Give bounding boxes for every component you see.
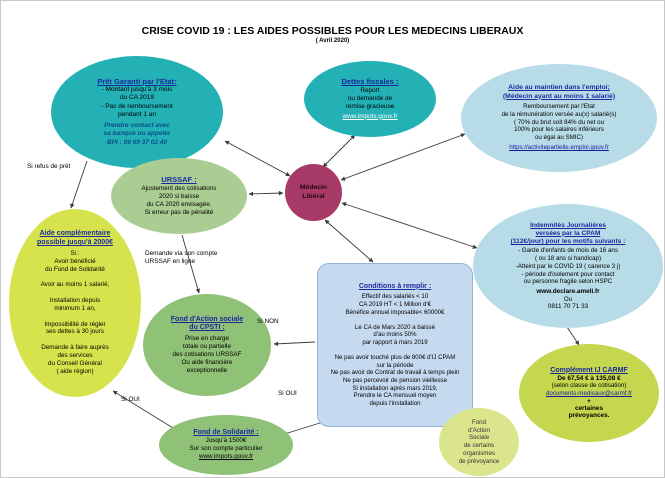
carmf-class-note: (selon classe de cotisation)	[551, 382, 627, 390]
aide-complementaire-heading: Aide complémentaire possible jusqu'à 200…	[37, 230, 113, 247]
declare-ameli-link[interactable]: www.declare.ameli.fr	[536, 288, 600, 296]
carmf-amount: De 67,54 € à 135,08 €	[557, 375, 621, 383]
node-medecin-liberal-center: Médecin Libéral	[285, 164, 342, 221]
node-indemnites-journalieres-cpam: Indemnités Journalières versées par la C…	[473, 204, 663, 328]
indemnites-body: - Garde d'enfants de mois de 16 ans ( ou…	[515, 247, 621, 286]
pret-garanti-contact-note: Prendre contact avec sa banque ou appele…	[103, 121, 171, 146]
urssaf-body: Ajustement des cotisations 2020 si baiss…	[141, 185, 217, 217]
edge-label-demande-urssaf: Demande via son compte URSSAF en ligne	[145, 250, 218, 265]
node-pret-garanti-etat: Prêt Garanti par l'Etat: - Montant jusqu…	[51, 56, 223, 168]
aide-maintien-heading: Aide au maintien dans l'emploi; (Médecin…	[502, 84, 616, 100]
node-complement-ij-carmf: Complément IJ CARMF De 67,54 € à 135,08 …	[519, 344, 659, 442]
node-fond-action-sociale-organismes: Fond d'Action Sociale de certains organi…	[439, 408, 519, 476]
aide-complementaire-body: Si : Avoir bénéficié du Fond de Solidari…	[40, 249, 110, 375]
node-fond-de-solidarite: Fond de Solidarité : Jusqu'à 1500€ Sur s…	[159, 415, 293, 475]
pret-garanti-heading: Prêt Garanti par l'Etat:	[97, 76, 177, 86]
carmf-heading: Complément IJ CARMF	[550, 366, 628, 374]
medecin-liberal-label: Médecin Libéral	[299, 184, 328, 200]
dettes-fiscales-body: Report ou demande de remise gracieuse	[345, 86, 395, 110]
node-urssaf: URSSAF : Ajustement des cotisations 2020…	[111, 158, 247, 234]
cpsti-body: Prise en charge totale ou partielle des …	[172, 335, 242, 374]
fond-solidarite-body: Jusqu'à 1500€ Sur son compte particulier	[189, 437, 263, 453]
indemnites-ou: Ou	[563, 296, 573, 304]
indemnites-heading: Indemnités Journalières versées par la C…	[510, 221, 626, 246]
fond-solidarite-heading: Fond de Solidarité :	[193, 428, 259, 436]
edge-label-si-oui-right: Si OUI	[278, 390, 297, 397]
carmf-prevoyances: certaines prévoyances.	[568, 405, 610, 420]
node-conditions-a-remplir: Conditions à remplir : Effectif des sala…	[317, 263, 473, 427]
dettes-fiscales-heading: Dettes fiscales :	[341, 77, 399, 87]
node-fond-action-sociale-cpsti: Fond d'Action sociale du CPSTI : Prise e…	[143, 294, 271, 396]
carmf-plus: +	[587, 398, 591, 406]
diagram-title: CRISE COVID 19 : LES AIDES POSSIBLES POU…	[141, 25, 524, 37]
diagram-subtitle: ( Avril 2020)	[315, 38, 350, 44]
impots-gouv-link[interactable]: www.impots.gouv.fr	[342, 112, 398, 120]
activite-partielle-link[interactable]: https://activitepartielle.emploi.gouv.fr	[509, 143, 609, 151]
impots-gouv-link-2[interactable]: www.impots.gouv.fr	[198, 453, 254, 461]
edge-label-si-non: Si NON	[257, 318, 279, 325]
urssaf-heading: URSSAF :	[161, 175, 197, 185]
conditions-body: Effectif des salariés < 10 CA 2019 HT < …	[330, 293, 460, 407]
carmf-email-link[interactable]: documents-medicaux@carmf.fr	[545, 390, 633, 398]
node-aide-complementaire: Aide complémentaire possible jusqu'à 200…	[9, 209, 141, 397]
conditions-heading: Conditions à remplir :	[358, 282, 432, 290]
node-aide-maintien-emploi: Aide au maintien dans l'emploi; (Médecin…	[461, 64, 657, 172]
organismes-body: Fond d'Action Sociale de certains organi…	[458, 418, 500, 465]
node-dettes-fiscales: Dettes fiscales : Report ou demande de r…	[304, 61, 436, 137]
pret-garanti-bullets: - Montant jusqu'à 3 mois du CA 2019 - Pa…	[101, 86, 173, 118]
cpsti-heading: Fond d'Action sociale du CPSTI :	[170, 315, 244, 332]
indemnites-phone: 0811 70 71 33	[547, 303, 589, 311]
edge-label-si-refus-de-pret: Si refus de prêt	[27, 163, 71, 170]
aide-maintien-body: Remboursement par l'Etat de la rémunérat…	[501, 103, 617, 142]
edge-label-si-oui-left: Si OUI	[121, 396, 140, 403]
